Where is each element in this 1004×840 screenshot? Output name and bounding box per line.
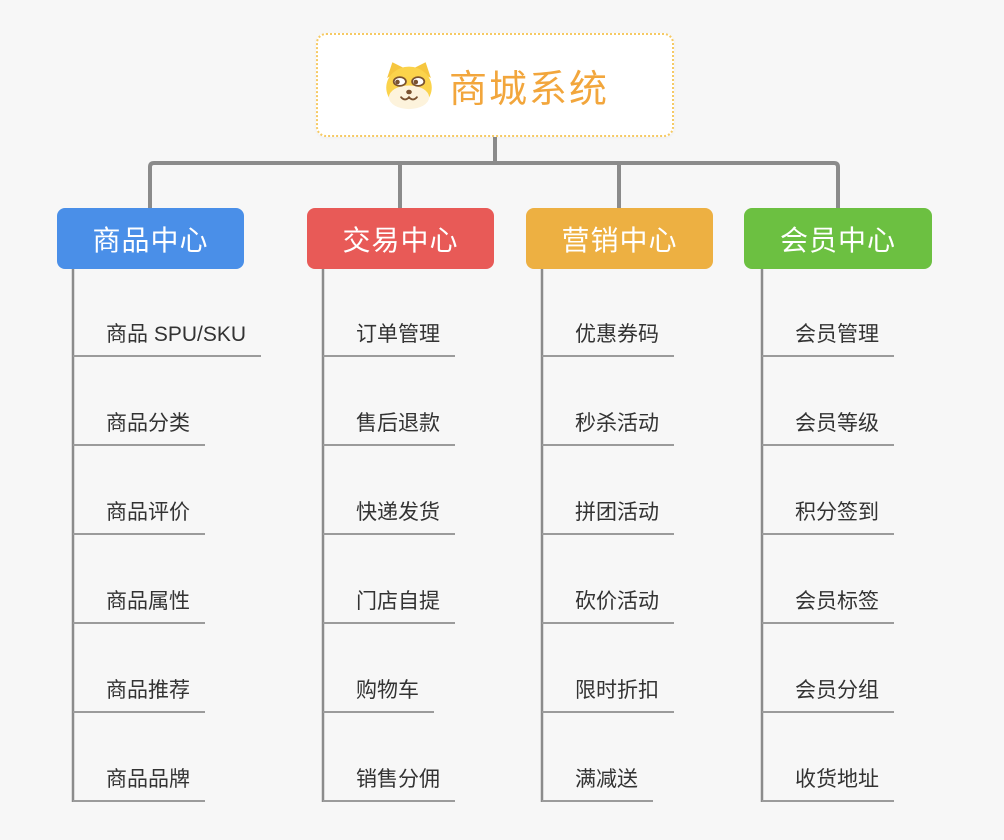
leaf-node[interactable]: 商品 SPU/SKU [73,322,262,357]
leaf-node[interactable]: 购物车 [323,678,434,713]
root-node[interactable]: 商城系统 [316,33,674,137]
branch-node-product-center[interactable]: 商品中心 [57,208,244,269]
branch-node-marketing-center[interactable]: 营销中心 [526,208,713,269]
leaf-node[interactable]: 商品属性 [73,589,205,624]
branch-node-member-center[interactable]: 会员中心 [744,208,932,269]
leaf-node[interactable]: 积分签到 [762,500,894,535]
leaf-node[interactable]: 商品评价 [73,500,205,535]
leaf-node[interactable]: 满减送 [542,767,653,802]
leaf-node[interactable]: 商品品牌 [73,767,205,802]
leaf-node[interactable]: 拼团活动 [542,500,674,535]
leaf-node[interactable]: 销售分佣 [323,767,455,802]
leaf-node[interactable]: 限时折扣 [542,678,674,713]
leaf-node[interactable]: 售后退款 [323,411,455,446]
leaf-node[interactable]: 优惠券码 [542,322,674,357]
leaf-node[interactable]: 秒杀活动 [542,411,674,446]
leaf-node[interactable]: 商品推荐 [73,678,205,713]
leaf-node[interactable]: 门店自提 [323,589,455,624]
shiba-dog-icon [381,60,437,110]
leaf-node[interactable]: 会员标签 [762,589,894,624]
leaf-node[interactable]: 收货地址 [762,767,894,802]
leaf-node[interactable]: 会员分组 [762,678,894,713]
leaf-node[interactable]: 快递发货 [323,500,455,535]
leaf-node[interactable]: 订单管理 [323,322,455,357]
root-title: 商城系统 [448,68,609,111]
leaf-node[interactable]: 会员管理 [762,322,894,357]
leaf-node[interactable]: 会员等级 [762,411,894,446]
leaf-node[interactable]: 商品分类 [73,411,205,446]
branch-node-trade-center[interactable]: 交易中心 [307,208,494,269]
leaf-node[interactable]: 砍价活动 [542,589,674,624]
